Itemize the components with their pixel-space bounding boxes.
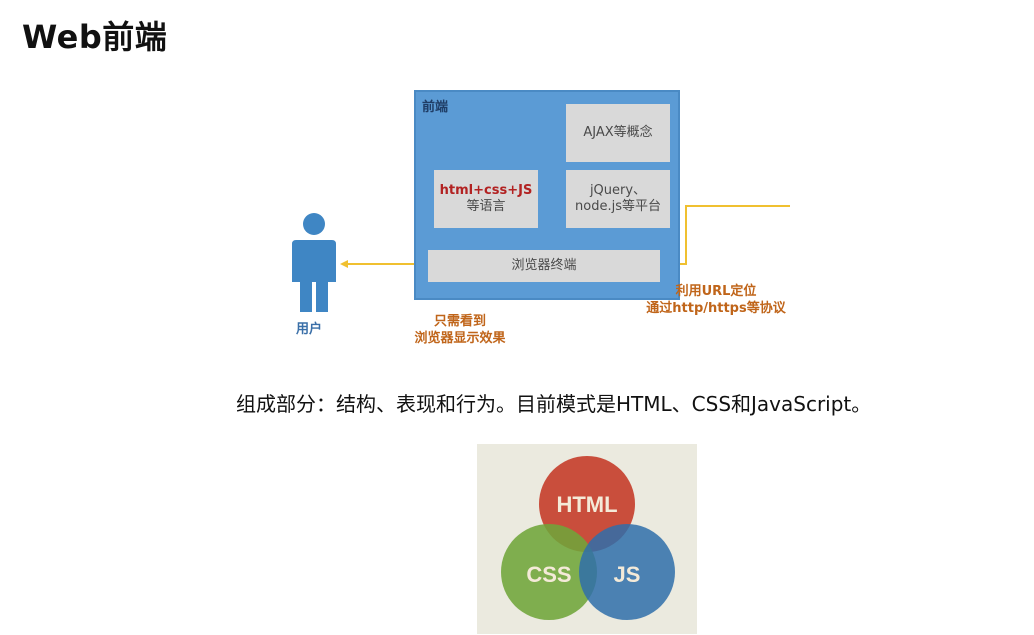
frontend-diagram: 用户 前端 AJAX等概念 html+css+JS 等语言 jQuery、nod… <box>280 88 800 358</box>
venn-svg: HTML CSS JS <box>501 456 675 620</box>
css-label: CSS <box>526 562 571 587</box>
js-label: JS <box>614 562 641 587</box>
caption-right-line1: 利用URL定位 <box>675 284 757 299</box>
frontend-label: 前端 <box>422 100 449 115</box>
page-title: Web前端 <box>22 18 168 56</box>
browser-cell: 浏览器终端 <box>428 250 660 282</box>
language-cell: html+css+JS 等语言 <box>434 170 538 228</box>
language-cell-line1: html+css+JS <box>439 182 533 198</box>
caption-right: 利用URL定位 通过http/https等协议 <box>632 284 800 318</box>
caption-left-line1: 只需看到 <box>433 314 486 329</box>
frontend-box: 前端 AJAX等概念 html+css+JS 等语言 jQuery、node.j… <box>414 90 680 300</box>
caption-right-line2: 通过http/https等协议 <box>646 300 786 316</box>
user-label: 用户 <box>296 322 323 337</box>
venn-diagram: HTML CSS JS <box>477 444 697 634</box>
language-cell-line2: 等语言 <box>466 199 506 214</box>
caption-left-line2: 浏览器显示效果 <box>414 330 506 346</box>
css-circle <box>501 524 597 620</box>
jquery-cell: jQuery、node.js等平台 <box>566 170 670 228</box>
description-text: 组成部分：结构、表现和行为。目前模式是HTML、CSS和JavaScript。 <box>236 392 872 416</box>
user-icon <box>292 213 336 312</box>
html-label: HTML <box>556 492 617 517</box>
ajax-cell: AJAX等概念 <box>566 104 670 162</box>
js-circle <box>579 524 675 620</box>
caption-left: 只需看到 浏览器显示效果 <box>390 314 530 348</box>
